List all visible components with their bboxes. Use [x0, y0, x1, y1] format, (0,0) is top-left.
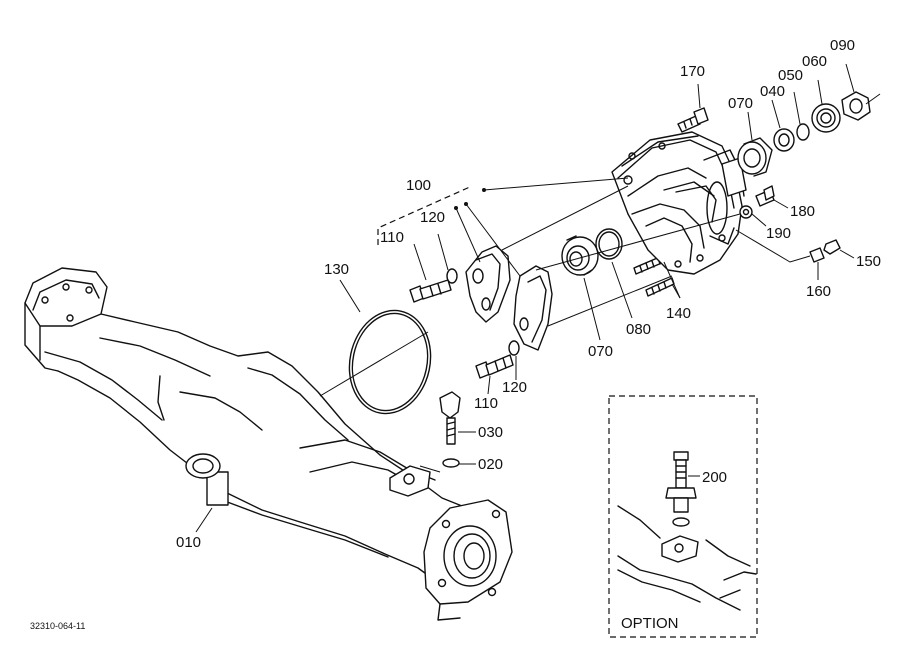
figure-id: 32310-064-11 — [30, 621, 85, 631]
breather-part-200 — [665, 451, 697, 513]
nut-part-150 — [823, 239, 841, 255]
callout-120-upper: 120 — [420, 209, 445, 226]
callout-050: 050 — [778, 67, 803, 84]
callout-180: 180 — [790, 203, 815, 220]
callout-070-upper: 070 — [728, 95, 753, 112]
washer-part-120-top — [446, 268, 458, 284]
callout-170: 170 — [680, 63, 705, 80]
callout-010: 010 — [176, 534, 201, 551]
option-label: OPTION — [621, 615, 679, 632]
option-box — [608, 395, 758, 638]
callout-110-upper: 110 — [380, 229, 404, 246]
callout-060: 060 — [802, 53, 827, 70]
leader-lines — [195, 63, 881, 533]
washer-part-020 — [442, 458, 460, 468]
washer-part-120-bottom — [508, 340, 520, 356]
plug-part-030 — [439, 391, 461, 445]
gear-case-housing — [611, 131, 747, 275]
nut-part-090 — [841, 91, 871, 121]
bearing-part-070-upper — [737, 137, 773, 177]
callout-160: 160 — [806, 283, 831, 300]
ring-part-050 — [796, 123, 810, 141]
bolt-part-110-top — [409, 279, 452, 303]
callout-080: 080 — [626, 321, 651, 338]
spacer-part-040 — [773, 128, 795, 152]
bolt-part-170 — [677, 107, 709, 133]
washer-part-160 — [809, 247, 825, 263]
bearing-part-070-lower — [561, 235, 599, 276]
callout-200: 200 — [702, 469, 727, 486]
callout-020: 020 — [478, 456, 503, 473]
callout-100: 100 — [406, 177, 431, 194]
seal-part-060 — [811, 103, 841, 133]
callout-labels: 010 020 030 040 050 060 070 070 080 090 … — [176, 37, 881, 551]
callout-110-lower: 110 — [474, 395, 498, 412]
washer-part-190 — [739, 205, 753, 219]
callout-150: 150 — [856, 253, 881, 270]
bolt-part-110-bottom — [475, 354, 514, 379]
bearing-cap-part-100-lower — [513, 265, 553, 351]
stud-part-140 — [633, 255, 675, 297]
callout-130: 130 — [324, 261, 349, 278]
o-ring-part-130 — [348, 309, 432, 415]
callout-070-lower: 070 — [588, 343, 613, 360]
callout-120-lower: 120 — [502, 379, 527, 396]
callout-090: 090 — [830, 37, 855, 54]
axle-housing-part-010 — [24, 267, 513, 621]
callout-030: 030 — [478, 424, 503, 441]
callout-140: 140 — [666, 305, 691, 322]
plug-part-180 — [755, 185, 775, 207]
callout-190: 190 — [766, 225, 791, 242]
callout-040: 040 — [760, 83, 785, 100]
bearing-cap-part-100-upper — [465, 245, 511, 323]
snap-ring-part-080 — [595, 228, 623, 260]
